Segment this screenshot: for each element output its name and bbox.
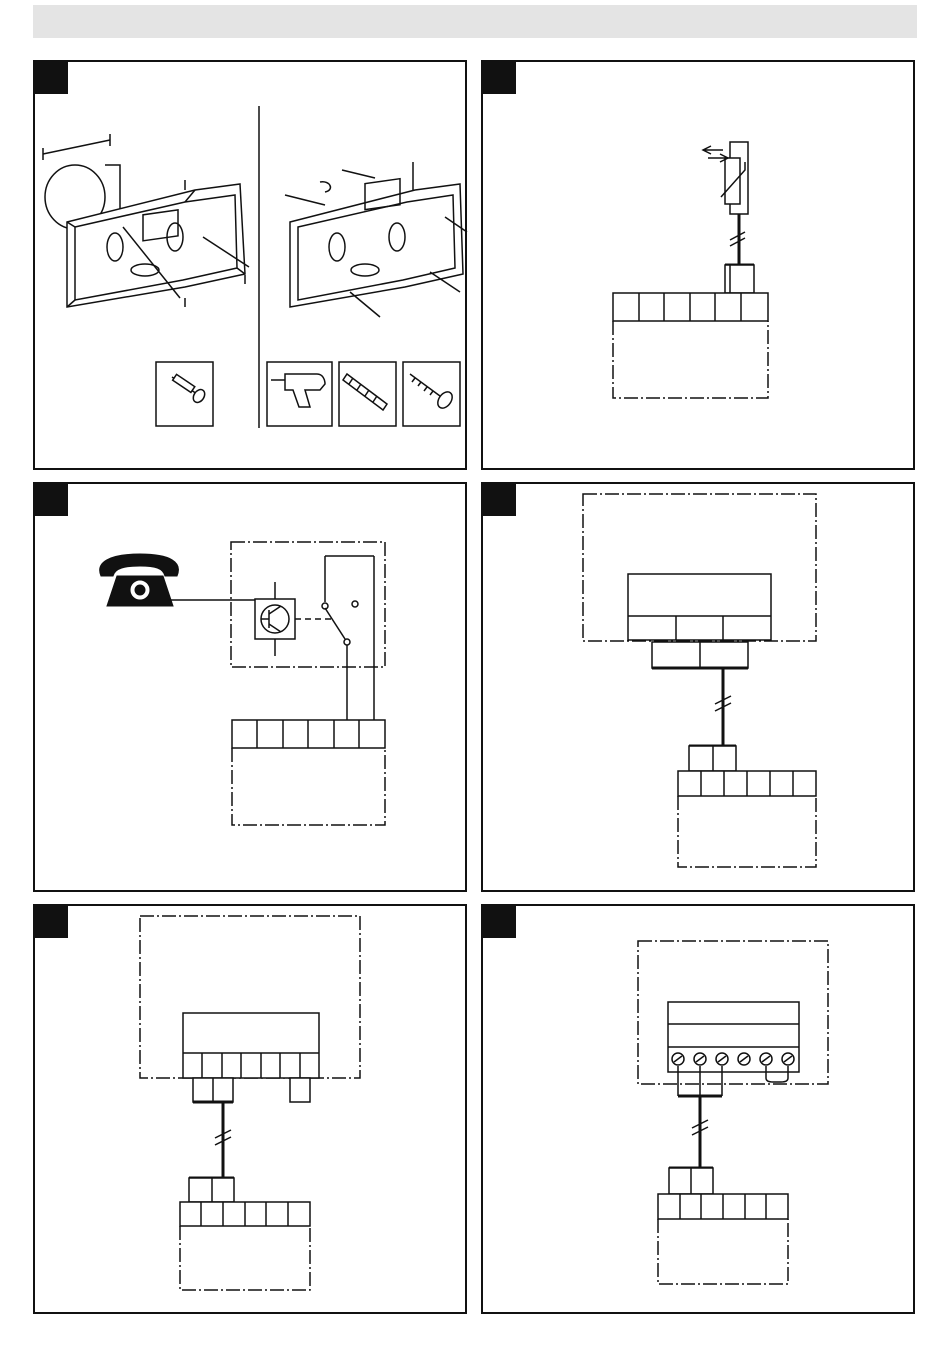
panel-mounting [33, 60, 467, 470]
step-badge [35, 484, 68, 516]
thermistor-icon [725, 158, 740, 204]
two-wire-device-diagram [483, 484, 917, 894]
screw-terminal-diagram [483, 906, 917, 1316]
panel-telephone-contact [33, 482, 467, 892]
header-bar [33, 5, 917, 38]
switch-icon [325, 608, 345, 639]
panel-sensor-wiring [481, 60, 915, 470]
step-badge [483, 484, 516, 516]
step-badge [483, 906, 516, 938]
mounting-illustration [35, 62, 469, 472]
panel-two-wire-device [481, 482, 915, 892]
step-badge [35, 62, 68, 94]
step-badge [35, 906, 68, 938]
step-badge [483, 62, 516, 94]
wood-screw-icon [410, 374, 455, 411]
screw-icon [172, 374, 207, 404]
drill-icon [271, 374, 325, 407]
sensor-wiring-diagram [483, 62, 917, 472]
panel-two-wire-extra [33, 904, 467, 1314]
telephone-icon [100, 554, 179, 606]
telephone-contact-diagram [35, 484, 469, 894]
panel-screw-terminal-device [481, 904, 915, 1314]
two-wire-extra-diagram [35, 906, 469, 1316]
wall-plug-icon [343, 374, 387, 410]
